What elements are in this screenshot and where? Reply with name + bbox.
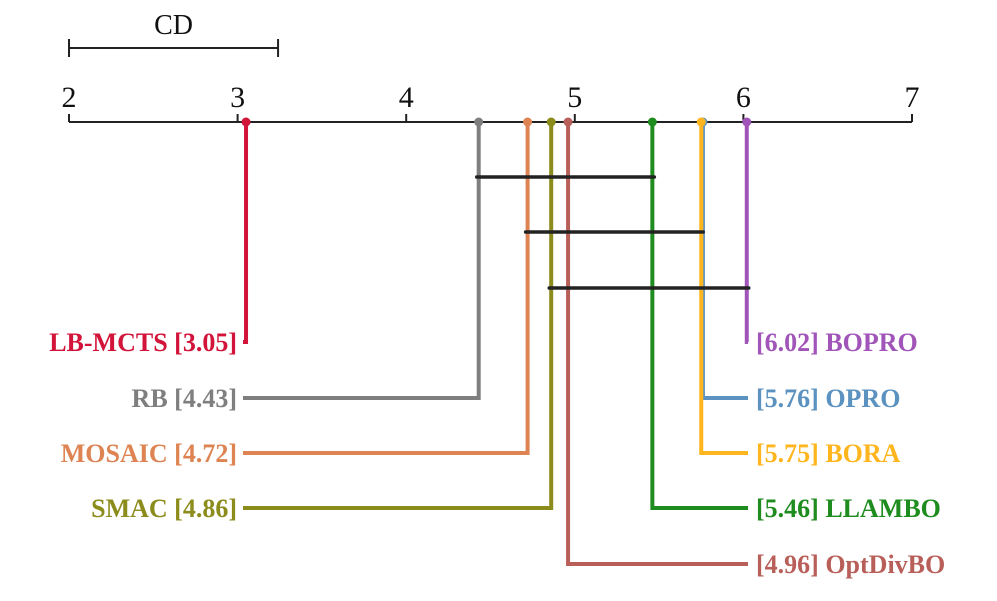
method-rank: [5.76]: [756, 384, 819, 413]
method-name: MOSAIC: [61, 439, 168, 468]
clique-bars: [474, 175, 751, 290]
rank-marker: [546, 117, 556, 127]
rank-marker: [742, 117, 752, 127]
method-name: BOPRO: [825, 328, 917, 357]
method-label: [5.46] LLAMBO: [756, 494, 941, 523]
tick-label: 2: [62, 81, 77, 114]
rank-axis: 2 3 4 5 6 7: [62, 81, 920, 123]
method-name: RB: [132, 384, 168, 413]
method-label: [6.02] BOPRO: [756, 328, 918, 357]
tick-label: 7: [905, 81, 920, 114]
method-mosaic: MOSAIC [4.72]: [61, 117, 533, 468]
tick-label: 5: [567, 81, 582, 114]
method-name: OptDivBO: [825, 550, 945, 579]
method-line: [744, 122, 749, 344]
method-smac: SMAC [4.86]: [91, 117, 556, 523]
tick-label: 4: [399, 81, 414, 114]
method-line: [243, 122, 481, 400]
method-rank: [4.72]: [174, 439, 237, 468]
method-label: LB-MCTS [3.05]: [49, 328, 237, 357]
cd-bar: CD: [68, 10, 280, 57]
method-name: LLAMBO: [825, 494, 941, 523]
tick-label: 6: [736, 81, 751, 114]
rank-marker: [563, 117, 573, 127]
method-label: MOSAIC [4.72]: [61, 439, 237, 468]
method-rank: [3.05]: [174, 328, 237, 357]
method-rb: RB [4.43]: [132, 117, 484, 413]
method-label: [4.96] OptDivBO: [756, 550, 945, 579]
method-label: SMAC [4.86]: [91, 494, 237, 523]
method-line: [243, 122, 249, 344]
method-line: [700, 122, 748, 400]
cd-label: CD: [154, 10, 193, 41]
method-opro: [5.76] OPRO: [698, 117, 900, 413]
rank-marker: [696, 117, 706, 127]
method-line: [243, 122, 530, 455]
method-rank: [4.43]: [174, 384, 237, 413]
method-label: [5.76] OPRO: [756, 384, 900, 413]
method-rank: [4.86]: [174, 494, 237, 523]
method-lines: LB-MCTS [3.05]RB [4.43]MOSAIC [4.72]SMAC…: [49, 117, 945, 579]
method-rank: [5.46]: [756, 494, 819, 523]
method-rank: [4.96]: [756, 550, 819, 579]
method-llambo: [5.46] LLAMBO: [647, 117, 941, 523]
rank-marker: [241, 117, 251, 127]
method-name: LB-MCTS: [49, 328, 167, 357]
method-line: [566, 122, 748, 566]
method-line: [650, 122, 748, 510]
rank-marker: [474, 117, 484, 127]
method-rank: [6.02]: [756, 328, 819, 357]
method-bora: [5.75] BORA: [696, 117, 901, 468]
method-label: [5.75] BORA: [756, 439, 901, 468]
rank-marker: [523, 117, 533, 127]
method-optdivbo: [4.96] OptDivBO: [563, 117, 945, 579]
rank-marker: [647, 117, 657, 127]
method-rank: [5.75]: [756, 439, 819, 468]
method-name: SMAC: [91, 494, 168, 523]
method-name: BORA: [825, 439, 900, 468]
method-label: RB [4.43]: [132, 384, 237, 413]
method-bopro: [6.02] BOPRO: [742, 117, 918, 357]
method-line: [243, 122, 554, 510]
method-lb-mcts: LB-MCTS [3.05]: [49, 117, 251, 357]
method-name: OPRO: [825, 384, 900, 413]
tick-label: 3: [230, 81, 245, 114]
